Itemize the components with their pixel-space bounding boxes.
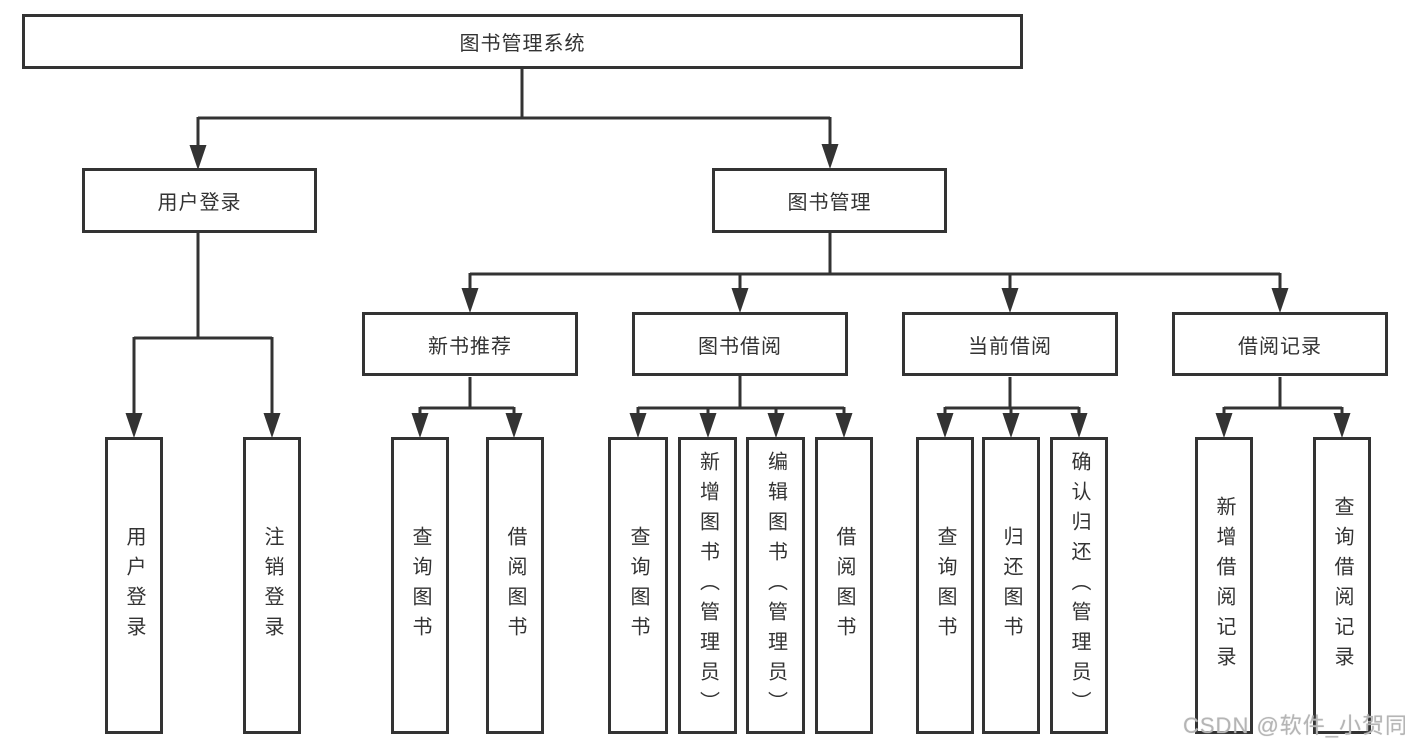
- node-label: 确认归还（管理员）: [1068, 450, 1090, 721]
- node-borrow-records: 借阅记录: [1172, 312, 1388, 376]
- leaf-add-books-admin: 新增图书（管理员）: [678, 437, 737, 734]
- node-label: 新增借阅记录: [1213, 495, 1235, 676]
- node-label: 注销登录: [261, 525, 283, 646]
- node-label: 查询图书: [409, 525, 431, 646]
- node-book-borrow: 图书借阅: [632, 312, 848, 376]
- node-label: 图书管理系统: [459, 33, 586, 55]
- node-label: 归还图书: [1000, 525, 1022, 646]
- node-user-login: 用户登录: [82, 168, 317, 233]
- leaf-query-books-1: 查询图书: [391, 437, 449, 734]
- node-label: 图书借阅: [698, 335, 782, 358]
- node-label: 编辑图书（管理员）: [764, 450, 787, 721]
- node-new-book-recommend: 新书推荐: [362, 312, 578, 376]
- leaf-return-books: 归还图书: [982, 437, 1040, 734]
- leaf-query-borrow-record: 查询借阅记录: [1313, 437, 1371, 734]
- leaf-user-login: 用户登录: [105, 437, 163, 734]
- node-root-system: 图书管理系统: [22, 14, 1023, 69]
- node-label: 查询图书: [934, 525, 956, 646]
- node-label: 用户登录: [157, 192, 242, 214]
- node-label: 借阅图书: [504, 525, 526, 646]
- leaf-borrow-books-2: 借阅图书: [815, 437, 873, 734]
- node-label: 当前借阅: [968, 335, 1052, 358]
- node-label: 新书推荐: [428, 335, 512, 358]
- node-label: 查询图书: [627, 525, 649, 646]
- leaf-logout: 注销登录: [243, 437, 301, 734]
- node-label: 借阅记录: [1238, 335, 1322, 358]
- csdn-watermark: CSDN @软件_小贺同学: [1183, 713, 1405, 738]
- leaf-add-borrow-record: 新增借阅记录: [1195, 437, 1253, 734]
- node-label: 新增图书（管理员）: [696, 450, 719, 721]
- leaf-query-books-2: 查询图书: [608, 437, 668, 734]
- leaf-borrow-books-1: 借阅图书: [486, 437, 544, 734]
- leaf-query-books-3: 查询图书: [916, 437, 974, 734]
- node-label: 查询借阅记录: [1331, 495, 1353, 676]
- leaf-confirm-return-admin: 确认归还（管理员）: [1050, 437, 1108, 734]
- node-label: 用户登录: [123, 525, 145, 646]
- node-label: 图书管理: [787, 192, 872, 214]
- node-book-management: 图书管理: [712, 168, 947, 233]
- node-current-borrow: 当前借阅: [902, 312, 1118, 376]
- node-label: 借阅图书: [833, 525, 855, 646]
- leaf-edit-books-admin: 编辑图书（管理员）: [746, 437, 805, 734]
